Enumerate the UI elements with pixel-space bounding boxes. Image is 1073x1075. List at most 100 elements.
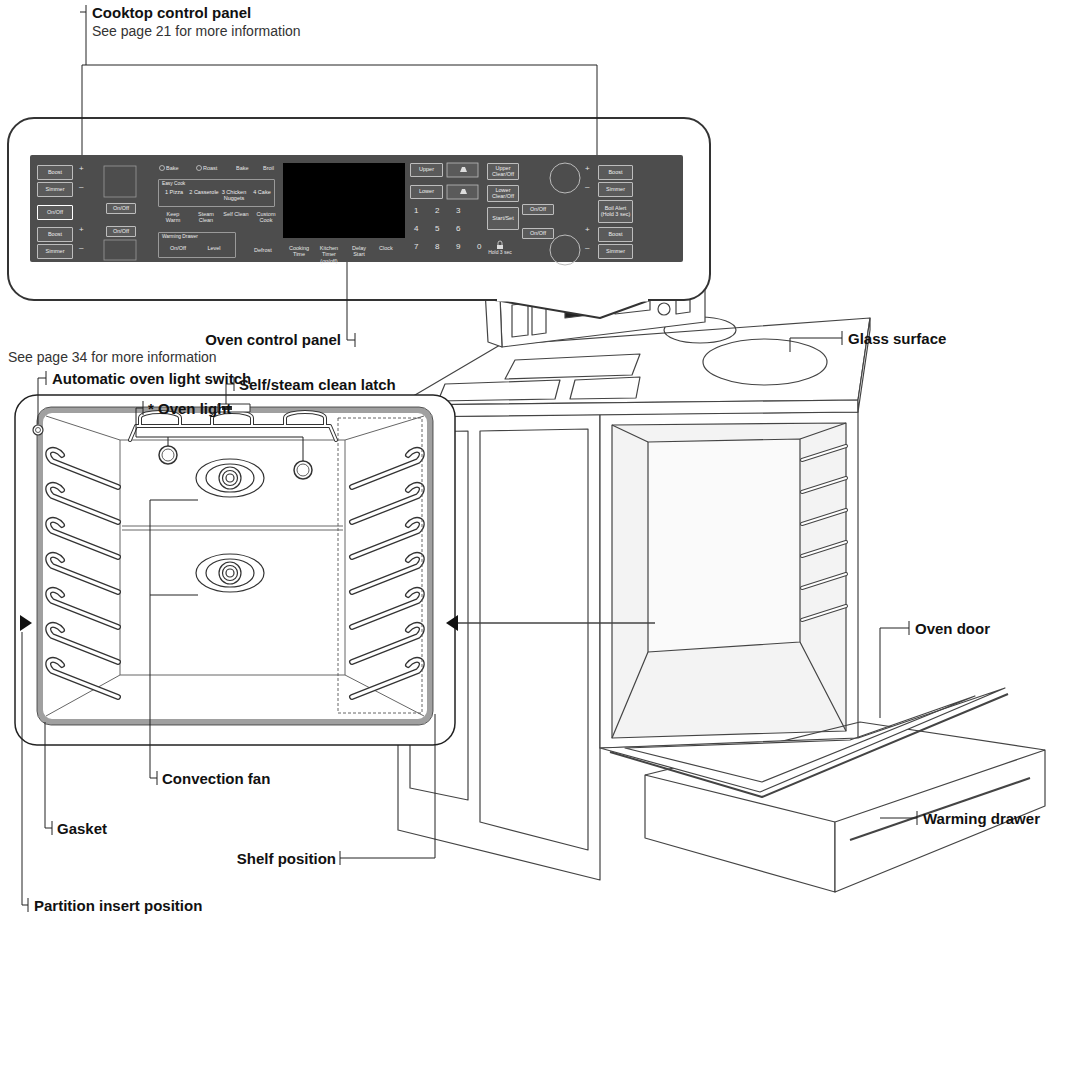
drawing-part [880,811,917,825]
panel-button: Boost [37,227,73,242]
panel-button: On/Off [106,203,136,214]
oven-interior-inset [15,395,655,745]
drawing-part [159,446,177,464]
button-label: Upper [419,167,434,173]
drawing-part [352,590,422,627]
button-label: Simmer [606,187,625,193]
callout-note: See page 21 for more information [92,23,301,39]
drawing-part [497,299,648,302]
button-label: Start/Set [492,216,513,222]
timer-label: Cooking Time [287,245,311,258]
button-group: Easy Cook1 Pizza2 Casserole3 Chicken Nug… [158,179,275,207]
button-label: 2 Casserole [189,190,219,196]
drawing-part [196,554,264,592]
mode-label: Defrost [254,247,272,253]
panel-callout [8,118,710,318]
panel-button: Boost [37,165,73,180]
drawing-part [36,428,41,433]
mode-label: Keep Warm [160,211,186,224]
drawing-part [446,615,458,631]
drawing-part [160,166,165,171]
drawing-part [458,622,655,624]
drawing-part [802,510,846,524]
mode-label: Roast [203,165,217,171]
callout-title: Oven control panel [141,331,341,348]
drawing-part [297,464,309,476]
drawing-part [398,400,858,417]
drawing-part [505,354,640,379]
drawing-part [498,241,502,245]
button-label: Boil Alert (Hold 3 sec) [599,206,632,218]
panel-button: On/Off [522,228,554,239]
part-label: * Oven light [148,400,231,417]
drawing-part [219,562,241,584]
button-label: On/Off [113,229,129,235]
drawing-part [136,401,303,461]
drawing-part [835,750,1045,892]
drawing-part [352,520,422,557]
drawing-part [438,380,560,401]
drawing-part [122,526,343,530]
drawing-part [880,621,909,718]
button-label: Lower [419,189,434,195]
mode-label: Bake [236,165,249,171]
panel-button: On/Off [106,226,136,237]
panel-button: Simmer [598,244,633,259]
button-label: Boost [608,170,622,176]
mode-label: Steam Clean [193,211,219,224]
drawing-part [352,555,422,592]
button-label: On/Off [530,231,546,237]
drawing-part [48,590,118,627]
mode-label: Custom Cook [253,211,279,224]
button-label: Boost [48,232,62,238]
drawing-part [347,262,355,347]
button-label: 4 Cake [250,190,274,196]
drawing-part [352,450,422,487]
drawing-part [48,555,118,592]
keypad-number: 0 [477,242,481,251]
drawing-part [40,410,430,722]
plus-minus-sign: + [79,164,84,173]
button-label: Simmer [606,249,625,255]
drawing-part [8,118,710,300]
drawing-part [612,423,846,738]
button-label: Simmer [46,249,65,255]
part-label: Glass surface [848,330,946,347]
panel-button: Upper [410,163,443,177]
mode-label: Bake [166,165,179,171]
range-body [398,266,1045,892]
plus-minus-sign: + [585,164,590,173]
drawing-part [196,459,264,592]
drawing-part [802,478,846,492]
button-label: 3 Chicken Nuggets [219,190,249,202]
keypad-number: 6 [456,224,460,233]
drawing-part [159,446,312,479]
drawing-part [512,303,528,337]
drawing-part [285,412,325,426]
drawing-part [600,412,858,748]
drawing-part [550,235,580,265]
keypad-number: 8 [435,242,439,251]
timer-label: Delay Start [347,245,371,258]
drawing-part [283,163,405,238]
drawing-part [197,166,202,171]
drawing-part [196,459,264,497]
panel-button: On/Off [522,204,554,215]
drawing-part [352,625,422,662]
drawing-part [38,371,46,424]
drawing-part [130,426,336,440]
panel-button: On/Off [37,205,73,220]
plus-minus-sign: + [585,225,590,234]
drawing-part [130,426,336,440]
button-label: On/Off [530,207,546,213]
plus-minus-sign: + [79,225,84,234]
lock-label: Hold 3 sec [485,250,515,256]
panel-button: Boost [598,227,633,242]
drawing-part [223,471,238,486]
drawing-part [48,520,118,557]
panel-button: Boost [598,165,633,180]
drawing-part [15,395,455,745]
drawing-part [80,5,597,155]
drawing-part [645,775,835,892]
